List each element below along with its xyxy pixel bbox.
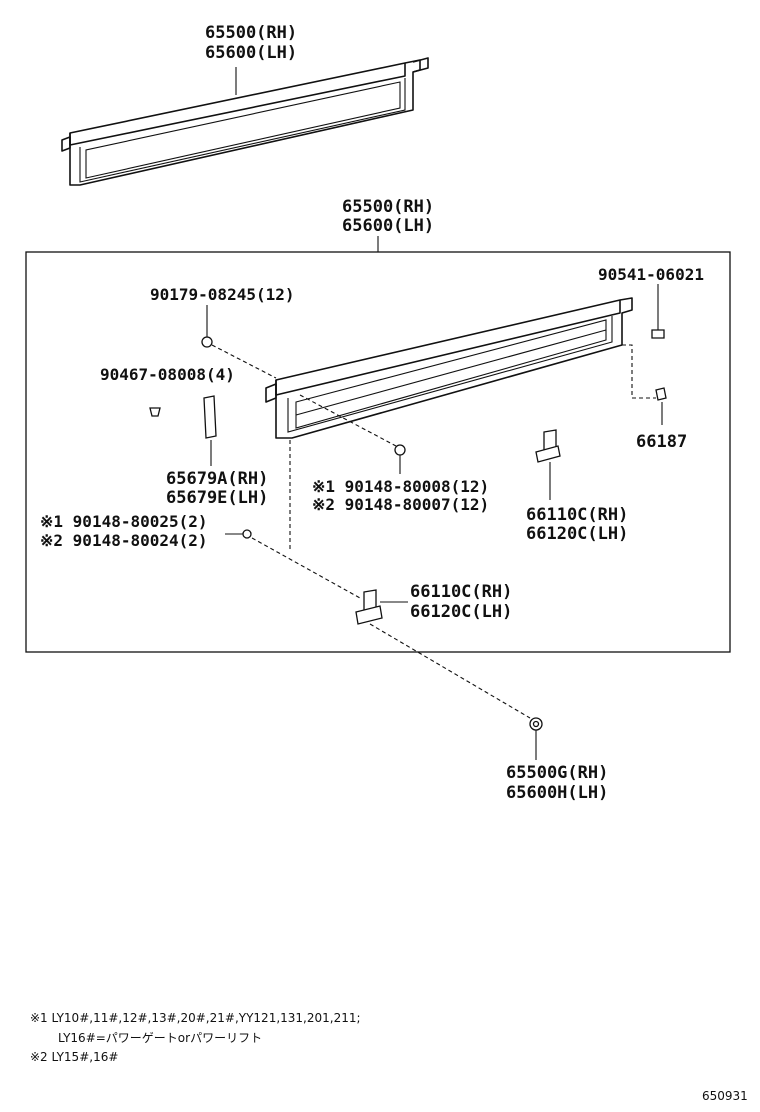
label-box-rh: 65500(RH) [342, 197, 434, 217]
bracket-upper-base-icon [535, 445, 561, 463]
label-bracket2-lh: 66120C(LH) [410, 602, 512, 622]
note2: ※2 LY15#,16# [30, 1050, 118, 1064]
dash-screw-f [251, 537, 361, 599]
dash-screw-e [299, 394, 397, 447]
dash-clip [622, 344, 656, 399]
label-bracket1-lh: 66120C(LH) [526, 524, 628, 544]
label-top-lh: 65600(LH) [205, 43, 297, 63]
label-screw-b: 90541-06021 [598, 265, 704, 284]
label-screw-f1: ※1 90148-80025(2) [40, 512, 208, 531]
lower-bolt-center-icon [532, 720, 540, 728]
screw-e-icon [394, 444, 406, 456]
label-screw-e1: ※1 90148-80008(12) [312, 477, 489, 496]
label-clip: 66187 [636, 432, 687, 452]
label-bottom-rh: 65500G(RH) [506, 763, 608, 783]
diagram-code: 650931 [702, 1089, 748, 1103]
pad-icon [203, 395, 217, 439]
label-screw-e2: ※2 90148-80007(12) [312, 495, 489, 514]
dash-bolt [211, 344, 277, 379]
bracket-lower-base-icon [355, 605, 383, 625]
label-bracket2-rh: 66110C(RH) [410, 582, 512, 602]
screw-icon [651, 329, 665, 339]
box-rail-panel [265, 297, 633, 439]
label-screw-f2: ※2 90148-80024(2) [40, 531, 208, 550]
clip-icon [655, 387, 667, 401]
assembly-box [25, 251, 731, 653]
pin-clip-icon [149, 407, 161, 417]
label-bracket1-rh: 66110C(RH) [526, 505, 628, 525]
note1-line1: ※1 LY10#,11#,12#,13#,20#,21#,YY121,131,2… [30, 1011, 361, 1025]
note1-line2: LY16#=パワーゲートorパワーリフト [58, 1031, 262, 1045]
screw-f-icon [242, 529, 252, 539]
label-box-lh: 65600(LH) [342, 216, 434, 236]
label-pad-rh: 65679A(RH) [166, 469, 268, 489]
label-bolt: 90179-08245(12) [150, 285, 295, 304]
label-pad-lh: 65679E(LH) [166, 488, 268, 508]
label-bottom-lh: 65600H(LH) [506, 783, 608, 803]
label-top-rh: 65500(RH) [205, 23, 297, 43]
dash-lower [369, 623, 531, 719]
top-rail-panel [61, 57, 429, 186]
label-clip-c: 90467-08008(4) [100, 365, 235, 384]
bolt-icon [201, 336, 213, 348]
